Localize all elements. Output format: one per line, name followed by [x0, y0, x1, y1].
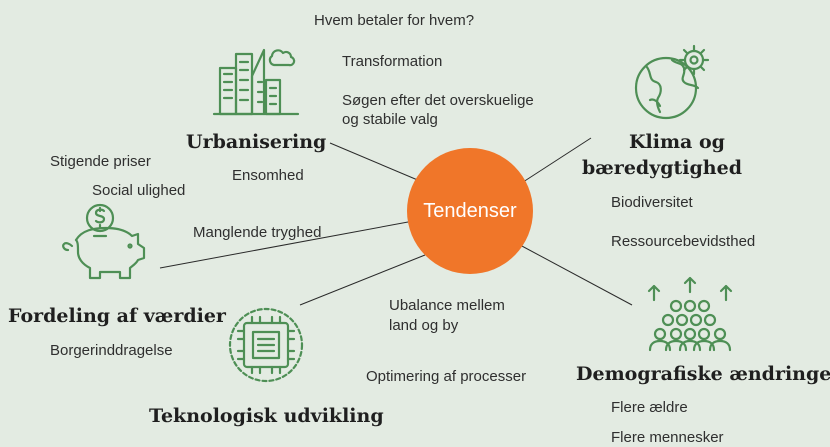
globe-gear-icon [634, 44, 710, 120]
klima-item: Biodiversitet [611, 194, 693, 211]
demografi-item: Flere mennesker [611, 429, 724, 446]
tendenser-hub: Tendenser [407, 148, 533, 274]
klima-title-line1: Klima og [629, 131, 725, 153]
urbanisering-title: Urbanisering [186, 131, 327, 153]
people-group-icon [647, 276, 733, 352]
city-buildings-icon [212, 48, 300, 116]
urbanisering-item: Ensomhed [232, 167, 304, 184]
fordeling-item: Borgerinddragelse [50, 342, 173, 359]
urbanisering-item: Hvem betaler for hvem? [314, 12, 475, 29]
urbanisering-item: og stabile valg [342, 111, 438, 128]
microchip-icon [228, 307, 304, 383]
teknologi-item: Optimering af processer [366, 368, 527, 385]
fordeling-title: Fordeling af værdier [8, 305, 226, 327]
teknologi-title: Teknologisk udvikling [149, 405, 384, 427]
teknologi-item: Ubalance mellem [389, 297, 505, 314]
fordeling-item: Manglende tryghed [193, 224, 322, 241]
klima-item: Ressourcebevidsthed [611, 233, 756, 250]
piggy-bank-icon [62, 203, 146, 280]
teknologi-item: land og by [389, 317, 459, 334]
demografi-item: Flere ældre [611, 399, 688, 416]
urbanisering-item: Søgen efter det overskuelige [342, 92, 534, 109]
hub-label: Tendenser [423, 199, 517, 222]
urbanisering-item: Transformation [342, 53, 443, 70]
klima-title-line2: bæredygtighed [582, 157, 742, 179]
fordeling-item: Stigende priser [50, 153, 151, 170]
demografi-title: Demografiske ændringer [576, 363, 830, 385]
fordeling-item: Social ulighed [92, 182, 186, 199]
